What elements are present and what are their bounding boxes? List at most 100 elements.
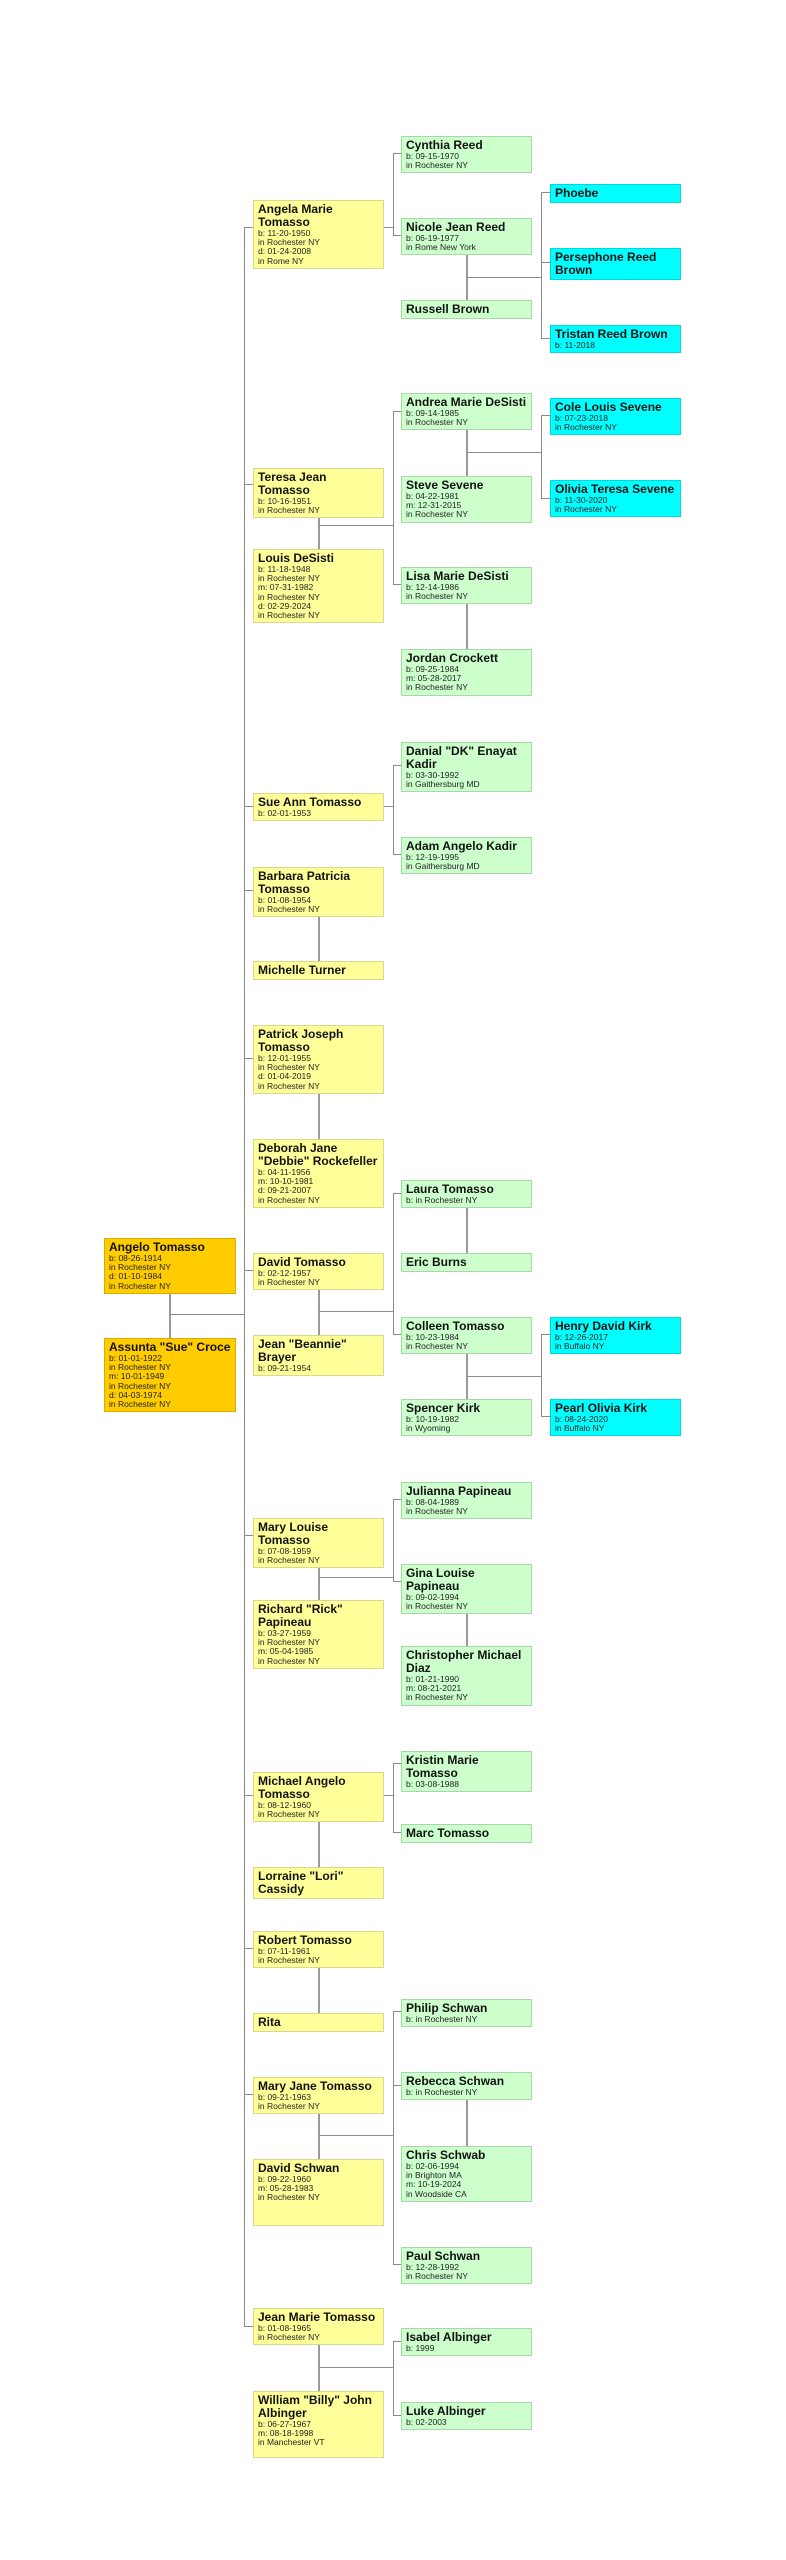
connector-line — [541, 1334, 542, 1416]
connector-line — [541, 498, 550, 499]
person-box-rita[interactable]: Rita — [253, 2013, 384, 2032]
connector-line — [541, 415, 550, 416]
person-detail: b: 10-23-1984 — [406, 1332, 459, 1342]
person-name: Laura Tomasso — [406, 1182, 494, 1196]
connector-line — [393, 854, 401, 855]
person-box-russell[interactable]: Russell Brown — [401, 300, 532, 319]
connector-line — [393, 1193, 401, 1194]
person-detail: m: 10-10-1981 — [258, 1176, 314, 1187]
person-box-eric[interactable]: Eric Burns — [401, 1253, 532, 1272]
person-detail: m: 05-28-1983 — [258, 2183, 314, 2194]
person-detail: in Rochester NY — [258, 2101, 320, 2112]
connector-line — [244, 484, 253, 485]
person-box-persephone[interactable]: Persephone Reed Brown — [550, 248, 681, 280]
person-detail: in Rochester NY — [555, 422, 617, 433]
connector-line — [467, 1376, 541, 1377]
person-detail: b: 01-08-1954 — [258, 895, 311, 905]
person-box-phoebe[interactable]: Phoebe — [550, 184, 681, 203]
connector-line — [393, 1334, 401, 1335]
person-detail: b: 04-11-1956 — [258, 1167, 311, 1177]
person-name: Assunta "Sue" Croce — [109, 1340, 231, 1354]
person-detail: d: 04-03-1974 — [109, 1389, 162, 1400]
person-name: Marc Tomasso — [406, 1826, 490, 1840]
person-detail: in Rochester NY — [406, 1341, 468, 1352]
person-detail: m: 10-01-1949 — [109, 1371, 165, 1382]
person-detail: d: 01-04-2019 — [258, 1071, 311, 1082]
person-detail: b: 07-23-2018 — [555, 413, 608, 423]
person-name: Russell Brown — [406, 302, 490, 316]
person-detail: in Rochester NY — [258, 1637, 320, 1648]
connector-line — [541, 338, 550, 339]
spouse-connector-line — [466, 1598, 468, 1646]
person-detail: d: 01-10-1984 — [109, 1271, 162, 1282]
person-box-marc[interactable]: Marc Tomasso — [401, 1824, 532, 1843]
person-name: Michael Angelo Tomasso — [258, 1774, 346, 1801]
person-name: Louis DeSisti — [258, 551, 335, 565]
person-detail: b: 01-21-1990 — [406, 1674, 459, 1684]
person-box-michelle[interactable]: Michelle Turner — [253, 961, 384, 980]
person-name: David Tomasso — [258, 1255, 346, 1269]
person-detail: b: 10-19-1982 — [406, 1414, 459, 1424]
connector-line — [393, 584, 401, 585]
person-detail: in Rochester NY — [258, 1955, 320, 1966]
person-detail: in Rochester NY — [406, 509, 468, 520]
person-detail: m: 10-19-2024 — [406, 2179, 462, 2190]
person-name: Michelle Turner — [258, 963, 346, 977]
person-detail: in Rochester NY — [406, 1601, 468, 1612]
person-name: Spencer Kirk — [406, 1401, 481, 1415]
person-name: Jean Marie Tomasso — [258, 2310, 376, 2324]
person-name: Rita — [258, 2015, 281, 2029]
person-detail: d: 02-29-2024 — [258, 600, 311, 611]
person-box-lorraine[interactable]: Lorraine "Lori" Cassidy — [253, 1867, 384, 1899]
person-detail: in Rochester NY — [258, 2332, 320, 2343]
person-detail: d: 01-24-2008 — [258, 246, 311, 257]
person-name: Sue Ann Tomasso — [258, 795, 362, 809]
person-name: Cole Louis Sevene — [555, 400, 662, 414]
